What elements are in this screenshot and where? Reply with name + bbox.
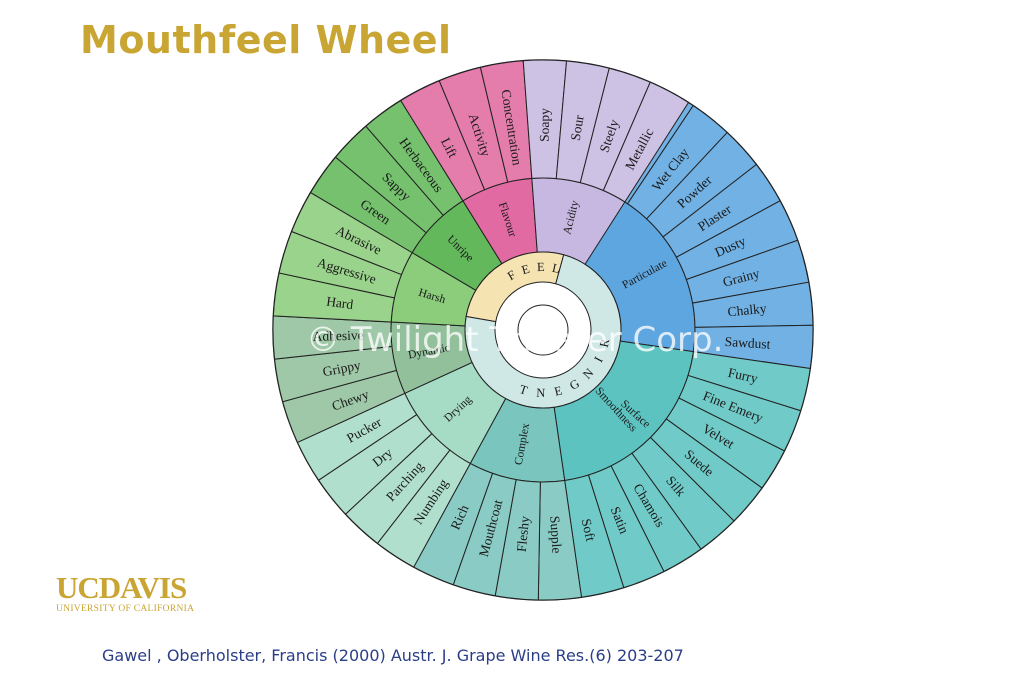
term-label-supple: Supple — [547, 515, 564, 553]
logo-wordmark: UCDAVIS — [56, 570, 187, 605]
term-label-sawdust: Sawdust — [724, 334, 771, 352]
page-title: Mouthfeel Wheel — [80, 18, 452, 62]
feel-letter-4: L — [551, 261, 561, 276]
logo-subtitle: UNIVERSITY OF CALIFORNIA — [56, 604, 195, 614]
term-label-furry: Furry — [727, 365, 760, 386]
ucdavis-logo: UCDAVIS UNIVERSITY OF CALIFORNIA — [56, 570, 206, 615]
term-label-chalky: Chalky — [727, 301, 768, 320]
ringent-letter-7: T — [518, 382, 530, 398]
ringent-letter-1: R — [597, 337, 613, 349]
term-label-soapy: Soapy — [537, 108, 552, 142]
citation-text: Gawel , Oberholster, Francis (2000) Aust… — [102, 646, 684, 665]
feel-letter-2: E — [520, 262, 532, 278]
term-label-adhesive: Adhesive — [312, 328, 363, 344]
ringent-letter-2: I — [591, 354, 605, 364]
ringent-letter-5: E — [553, 383, 564, 399]
term-label-grippy: Grippy — [321, 357, 362, 379]
term-label-hard: Hard — [325, 294, 354, 312]
wheel-center — [517, 304, 569, 356]
term-label-fleshy: Fleshy — [514, 515, 532, 553]
feel-letter-3: E — [537, 260, 545, 274]
term-label-soft: Soft — [579, 517, 599, 543]
ringent-letter-6: N — [536, 386, 546, 400]
term-segment-metallic — [602, 81, 690, 203]
inner-ring-ringent — [464, 254, 622, 409]
term-label-sour: Sour — [568, 114, 587, 142]
